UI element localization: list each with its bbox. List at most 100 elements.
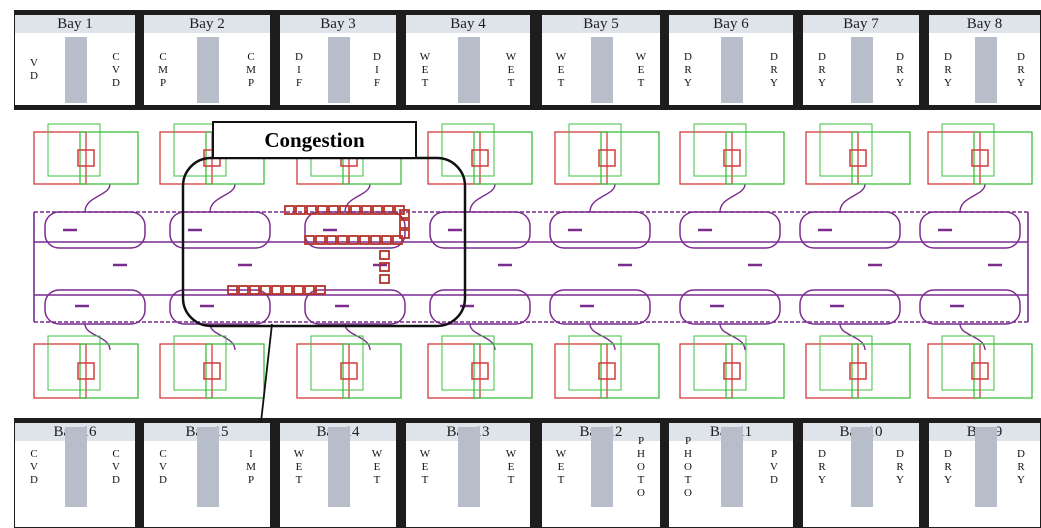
stocker-box bbox=[473, 343, 533, 399]
bay-tool-letter: Y bbox=[896, 473, 904, 486]
spur-track bbox=[589, 183, 616, 213]
congested-vehicle bbox=[249, 285, 260, 295]
stocker-box bbox=[927, 131, 981, 185]
bay-tool-letter: W bbox=[505, 447, 517, 460]
bay-tool-letter: Y bbox=[1017, 76, 1025, 89]
congested-vehicle bbox=[271, 285, 282, 295]
bay-tool-letter: D bbox=[159, 473, 167, 486]
bay-divider bbox=[197, 427, 219, 507]
stocker-port bbox=[203, 362, 221, 380]
bay-tool-letter: Y bbox=[818, 76, 826, 89]
bay-tool-letter: Y bbox=[944, 473, 952, 486]
bay-tool-letter: T bbox=[557, 473, 565, 486]
bay-tool-letter: T bbox=[507, 76, 515, 89]
bay-tool-letter: D bbox=[112, 76, 120, 89]
stocker-box bbox=[79, 343, 139, 399]
bay-divider bbox=[197, 37, 219, 103]
bay-tool-letter: M bbox=[246, 63, 256, 76]
stocker-box bbox=[33, 343, 87, 399]
bay-tool-letter: E bbox=[373, 460, 381, 473]
bay-divider bbox=[851, 37, 873, 103]
congested-vehicle bbox=[304, 285, 315, 295]
congested-vehicle bbox=[379, 250, 390, 260]
bay-tool-letter: R bbox=[1017, 460, 1025, 473]
bay-tool-letter: E bbox=[421, 460, 429, 473]
congested-vehicle bbox=[227, 285, 238, 295]
bay-divider bbox=[974, 37, 997, 103]
bay-tool-letter: R bbox=[1017, 63, 1025, 76]
stocker-box-back bbox=[819, 335, 873, 391]
stocker-box bbox=[33, 131, 87, 185]
bay-tool-letter: V bbox=[770, 460, 778, 473]
stocker-port bbox=[77, 362, 95, 380]
stocker-box bbox=[805, 131, 859, 185]
stocker-box-back bbox=[310, 335, 364, 391]
track-loop bbox=[429, 211, 531, 249]
bay-tool-letter: D bbox=[30, 70, 38, 82]
track-loop bbox=[799, 289, 901, 325]
stocker-port bbox=[971, 362, 989, 380]
spur-track bbox=[469, 183, 496, 213]
congested-vehicle bbox=[315, 285, 326, 295]
congested-vehicle bbox=[306, 205, 317, 215]
stocker-box-back bbox=[941, 335, 995, 391]
stocker-port bbox=[598, 362, 616, 380]
bay-tool-letter: V bbox=[112, 63, 120, 76]
stocker-box-back bbox=[441, 335, 495, 391]
stocker-box-back bbox=[441, 123, 495, 177]
congested-vehicle bbox=[399, 229, 410, 239]
bay-tool-letter: D bbox=[944, 447, 952, 460]
bay-tool-letter: D bbox=[373, 50, 381, 63]
bay-tool-letter: W bbox=[635, 50, 647, 63]
stocker-box-back bbox=[693, 123, 747, 177]
track-loop bbox=[429, 289, 531, 325]
bay-tool-letter: P bbox=[247, 473, 255, 486]
bay-divider bbox=[851, 427, 873, 507]
stocker-box-back bbox=[819, 123, 873, 177]
bay-tool-letter: V bbox=[159, 460, 167, 473]
bay-tool-letter: E bbox=[557, 460, 565, 473]
congested-vehicle bbox=[328, 205, 339, 215]
bay-tool-letter: I bbox=[375, 63, 379, 76]
congested-vehicle bbox=[284, 205, 295, 215]
bay-tool-letter: E bbox=[557, 63, 565, 76]
track-loop bbox=[304, 289, 406, 325]
bay-tool-letter: W bbox=[555, 447, 567, 460]
bay-divider bbox=[328, 427, 350, 507]
bay-tool-letter: R bbox=[896, 460, 904, 473]
bay-tool-letter: O bbox=[637, 460, 645, 473]
stocker-box-back bbox=[568, 335, 622, 391]
bay-tool-letter: F bbox=[295, 76, 303, 89]
stocker-box-back bbox=[173, 335, 227, 391]
congested-vehicle bbox=[337, 235, 348, 245]
bay-tool-letter: V bbox=[30, 57, 38, 69]
stocker-port bbox=[471, 362, 489, 380]
stocker-box bbox=[600, 131, 660, 185]
congested-vehicle bbox=[317, 205, 328, 215]
stocker-box-back bbox=[47, 123, 101, 177]
bay-tool-letter: T bbox=[637, 473, 645, 486]
stocker-box bbox=[725, 343, 785, 399]
spur-track bbox=[589, 323, 616, 351]
stocker-port bbox=[340, 362, 358, 380]
bay-tool-letter: P bbox=[770, 447, 778, 460]
